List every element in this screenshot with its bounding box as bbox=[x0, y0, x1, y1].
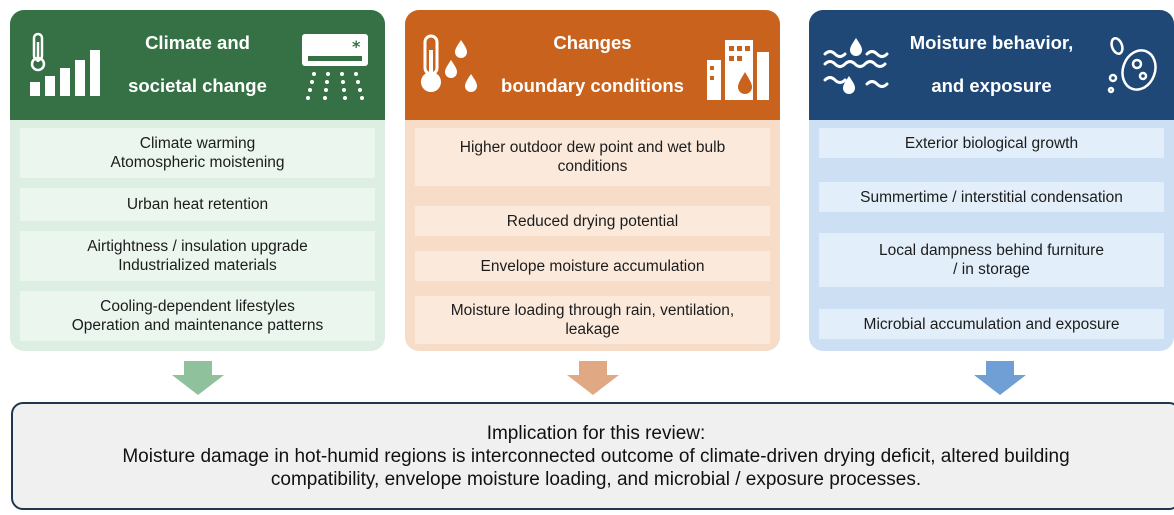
item-line: Exterior biological growth bbox=[904, 134, 1079, 152]
list-item: Local dampness behind furniture / in sto… bbox=[819, 233, 1164, 287]
down-arrow-icon bbox=[565, 361, 621, 395]
item-line: Urban heat retention bbox=[126, 196, 269, 213]
item-line: Atomospheric moistening bbox=[110, 154, 285, 171]
item-line: Airtightness / insulation upgrade bbox=[87, 238, 308, 255]
list-item: Reduced drying potential bbox=[415, 206, 770, 236]
item-line: Reduced drying potential bbox=[506, 212, 679, 230]
column-boundary-conditions: Changes boundary conditions bbox=[405, 10, 780, 351]
item-line: Microbial accumulation and exposure bbox=[863, 315, 1120, 333]
item-line: Cooling-dependent lifestyles bbox=[100, 298, 295, 315]
column-body: Climate warming Atomospheric moistening … bbox=[10, 120, 385, 351]
column-header: Moisture behavior, and exposure bbox=[809, 10, 1174, 120]
column-title-line: boundary conditions bbox=[501, 75, 684, 96]
column-body: Exterior biological growth Summertime / … bbox=[809, 120, 1174, 351]
column-moisture-behavior-exposure: Moisture behavior, and exposure bbox=[809, 10, 1174, 351]
down-arrow-icon bbox=[170, 361, 226, 395]
implication-text: compatibility, envelope moisture loading… bbox=[270, 468, 922, 490]
item-line: Moisture loading through rain, ventilati… bbox=[450, 302, 735, 319]
item-line: / in storage bbox=[953, 261, 1030, 278]
column-title: Moisture behavior, and exposure bbox=[809, 10, 1174, 120]
thermometer-droplets-icon bbox=[419, 34, 485, 100]
column-title-line: Changes bbox=[553, 32, 632, 53]
list-item: Microbial accumulation and exposure bbox=[819, 309, 1164, 339]
list-item: Airtightness / insulation upgrade Indust… bbox=[20, 231, 375, 281]
column-body: Higher outdoor dew point and wet bulb co… bbox=[405, 120, 780, 351]
microbe-icon bbox=[1105, 36, 1165, 98]
item-line: Industrialized materials bbox=[118, 257, 277, 274]
column-title-line: and exposure bbox=[931, 75, 1052, 96]
list-item: Exterior biological growth bbox=[819, 128, 1164, 158]
implication-text: Moisture damage in hot-humid regions is … bbox=[122, 445, 1070, 467]
list-item: Summertime / interstitial condensation bbox=[819, 182, 1164, 212]
column-title-line: Moisture behavior, bbox=[909, 32, 1074, 53]
column-climate-societal-change: Climate and societal change * bbox=[10, 10, 385, 351]
list-item: Cooling-dependent lifestyles Operation a… bbox=[20, 291, 375, 341]
item-line: conditions bbox=[557, 158, 628, 175]
water-waves-icon bbox=[823, 36, 891, 98]
air-conditioner-icon: * bbox=[300, 32, 372, 102]
column-title-line: Climate and bbox=[145, 32, 250, 53]
list-item: Climate warming Atomospheric moistening bbox=[20, 128, 375, 178]
list-item: Moisture loading through rain, ventilati… bbox=[415, 296, 770, 344]
list-item: Higher outdoor dew point and wet bulb co… bbox=[415, 128, 770, 186]
implication-heading: Implication for this review: bbox=[486, 422, 706, 444]
column-title: Climate and societal change bbox=[10, 10, 385, 120]
building-rain-icon bbox=[705, 32, 771, 102]
item-line: Envelope moisture accumulation bbox=[480, 257, 705, 275]
down-arrow-icon bbox=[972, 361, 1028, 395]
list-item: Envelope moisture accumulation bbox=[415, 251, 770, 281]
item-line: Higher outdoor dew point and wet bulb bbox=[459, 139, 726, 156]
item-line: Summertime / interstitial condensation bbox=[860, 188, 1123, 206]
column-header: Changes boundary conditions bbox=[405, 10, 780, 120]
column-header: Climate and societal change * bbox=[10, 10, 385, 120]
item-line: Local dampness behind furniture bbox=[879, 242, 1104, 259]
implication-box: Implication for this review: Moisture da… bbox=[11, 402, 1174, 510]
item-line: Operation and maintenance patterns bbox=[71, 317, 324, 334]
item-line: Climate warming bbox=[139, 135, 256, 152]
list-item: Urban heat retention bbox=[20, 188, 375, 221]
svg-text:*: * bbox=[352, 37, 361, 56]
item-line: leakage bbox=[565, 321, 620, 338]
column-title: Changes boundary conditions bbox=[405, 10, 780, 120]
thermometer-bars-icon bbox=[28, 32, 106, 98]
column-title-line: societal change bbox=[128, 75, 267, 96]
